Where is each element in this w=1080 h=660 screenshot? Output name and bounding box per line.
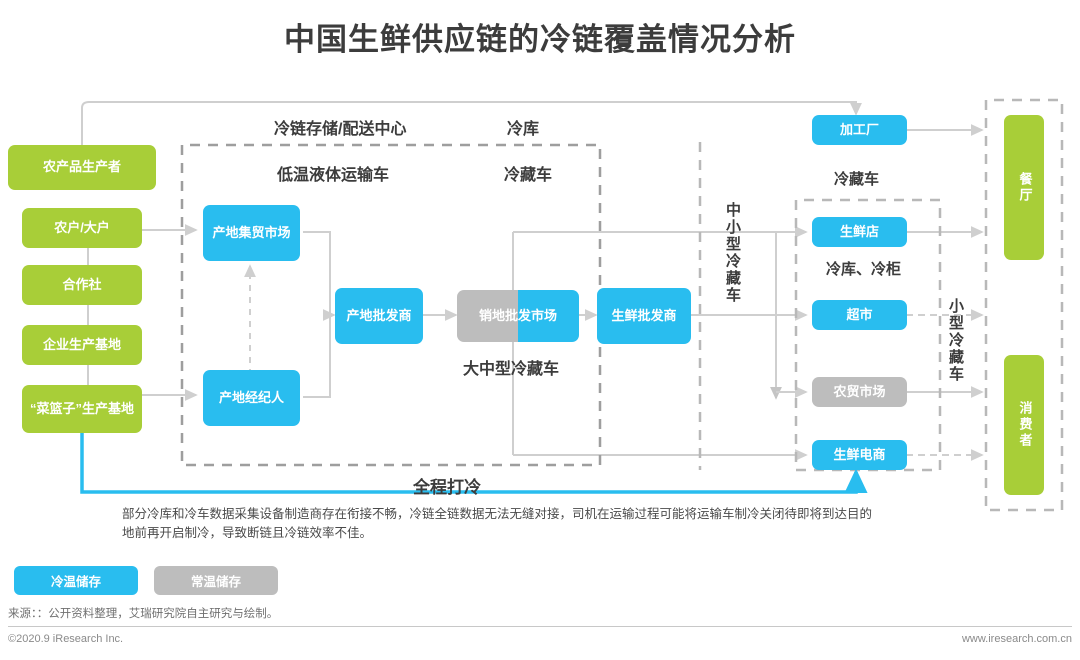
- legend: 冷温储存 常温储存: [14, 566, 278, 595]
- node-farmers-market[interactable]: 农贸市场: [812, 377, 907, 407]
- footnote-text: 部分冷库和冷车数据采集设备制造商存在衔接不畅，冷链全链数据无法无缝对接，司机在运…: [122, 507, 873, 541]
- node-supermarket[interactable]: 超市: [812, 300, 907, 330]
- node-fresh-ecommerce[interactable]: 生鲜电商: [812, 440, 907, 470]
- node-farmer[interactable]: 农户/大户: [22, 208, 142, 248]
- node-restaurant[interactable]: 餐厅: [1004, 115, 1044, 260]
- legend-item-cold-storage[interactable]: 冷温储存: [14, 566, 138, 595]
- label-refrigerated-truck: 冷藏车: [504, 167, 553, 184]
- footer-website[interactable]: www.iresearch.com.cn: [961, 633, 1072, 645]
- node-processing-factory[interactable]: 加工厂: [812, 115, 907, 145]
- node-agri-producer[interactable]: 农产品生产者: [8, 145, 156, 190]
- label-cold-storage-cabinet: 冷库、冷柜: [826, 261, 902, 278]
- label-refrigerated-truck-right: 冷藏车: [834, 171, 880, 188]
- node-origin-wholesaler[interactable]: 产地批发商: [335, 288, 423, 344]
- label-full-cold-chain: 全程打冷: [413, 478, 481, 497]
- node-cooperative[interactable]: 合作社: [22, 265, 142, 305]
- page-title: 中国生鲜供应链的冷链覆盖情况分析: [284, 22, 796, 57]
- source-line: 来源：：公开资料整理，艾瑞研究院自主研究与绘制。: [8, 605, 1072, 627]
- label-small-medium-refrigerated-truck: 中小型冷藏车: [724, 202, 741, 304]
- node-sales-wholesale-market[interactable]: 销地批发市场: [457, 290, 579, 342]
- label-cold-storage: 冷库: [507, 121, 540, 138]
- label-large-medium-refrigerated-truck: 大中型冷藏车: [463, 361, 560, 378]
- legend-item-ambient-storage[interactable]: 常温储存: [154, 566, 278, 595]
- label-low-temp-liquid-truck: 低温液体运输车: [277, 167, 390, 184]
- node-enterprise-base[interactable]: 企业生产基地: [22, 325, 142, 365]
- node-fresh-wholesaler[interactable]: 生鲜批发商: [597, 288, 691, 344]
- node-origin-broker[interactable]: 产地经纪人: [203, 370, 300, 426]
- node-fresh-store[interactable]: 生鲜店: [812, 217, 907, 247]
- node-vegetable-basket-base[interactable]: “菜篮子”生产基地: [22, 385, 142, 433]
- node-consumer[interactable]: 消费者: [1004, 355, 1044, 495]
- label-cold-chain-center: 冷链存储/配送中心: [274, 121, 407, 138]
- page-footer: ©2020.9 iResearch Inc. www.iresearch.com…: [8, 633, 1072, 645]
- footer-copyright: ©2020.9 iResearch Inc.: [8, 633, 124, 645]
- node-origin-market[interactable]: 产地集贸市场: [203, 205, 300, 261]
- label-small-refrigerated-truck: 小型冷藏车: [947, 298, 964, 383]
